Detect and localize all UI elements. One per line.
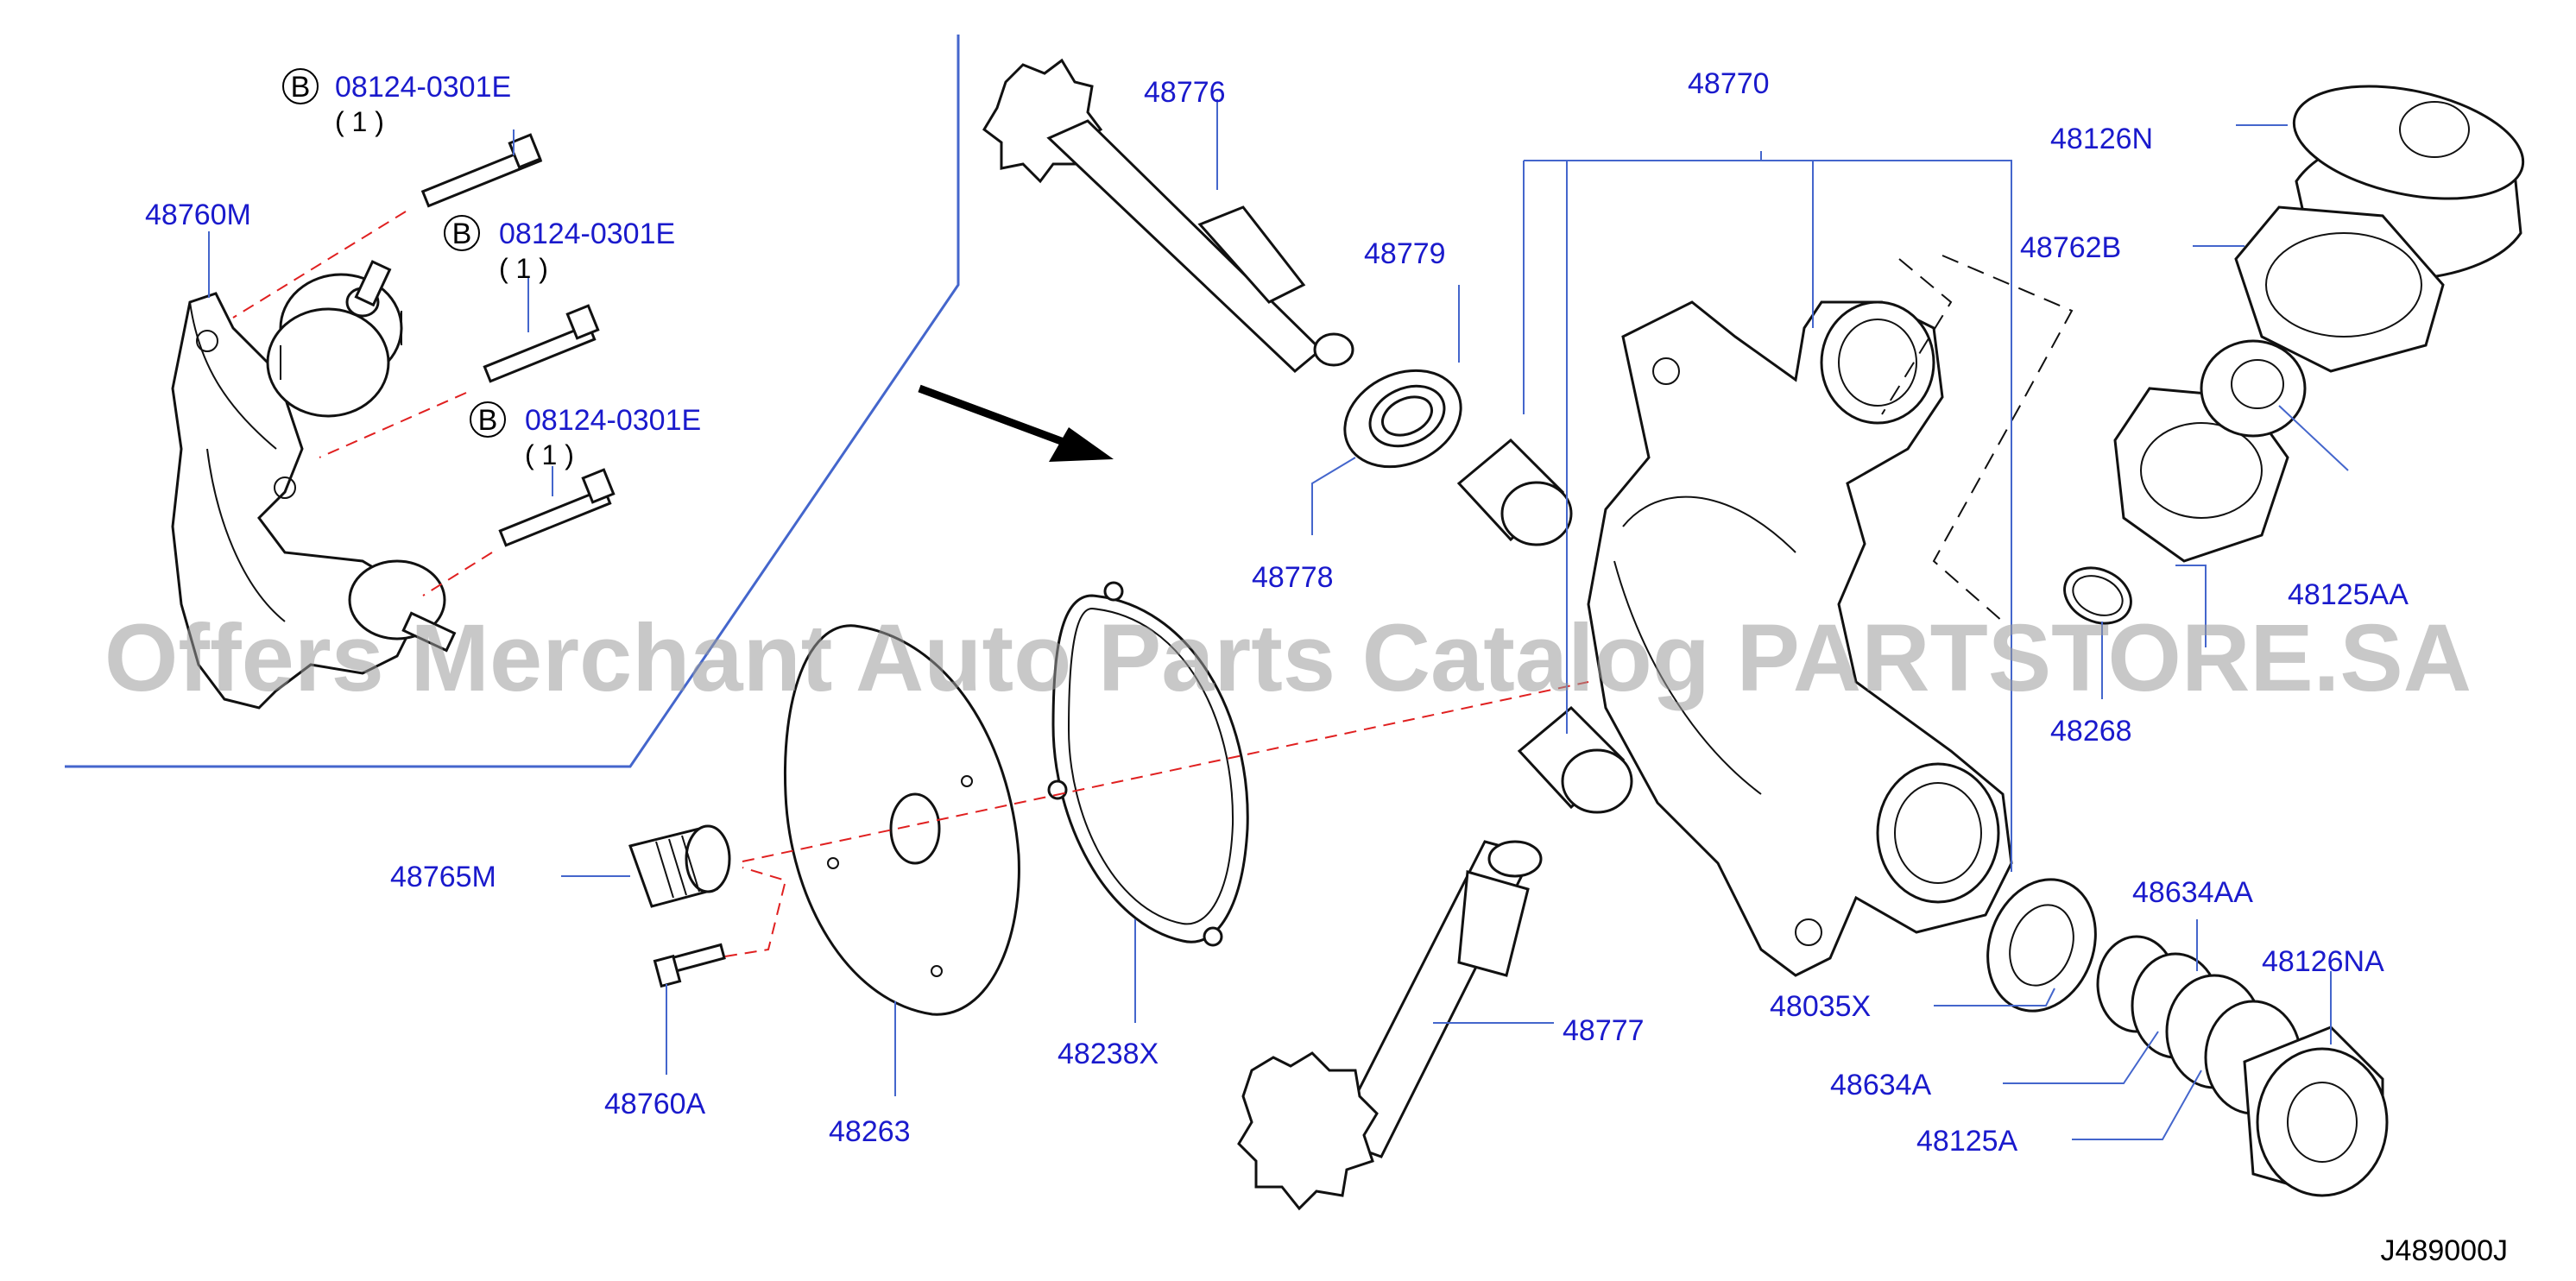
inset-frame (65, 35, 960, 768)
plug-48765M-drawing (628, 824, 731, 908)
part-label-48126N[interactable]: 48126N (2050, 123, 2153, 155)
part-label-48126NA[interactable]: 48126NA (2262, 945, 2384, 978)
b-marker-letter: B (291, 71, 311, 104)
bearing-48779-drawing (1343, 369, 1462, 469)
bolt-quantity: ( 1 ) (525, 439, 574, 470)
bolt-part-number[interactable]: 08124-0301E (335, 71, 511, 104)
part-label-48035X[interactable]: 48035X (1770, 990, 1871, 1023)
part-label-48125AA[interactable]: 48125AA (2288, 578, 2409, 611)
part-label-48268[interactable]: 48268 (2050, 715, 2132, 748)
assembled-housing-drawing (171, 260, 457, 710)
part-label-48770[interactable]: 48770 (1688, 67, 1770, 100)
direction-arrow (918, 384, 1114, 462)
inset-leader-lines (208, 129, 553, 596)
ball-bearing-48035X-drawing (1986, 878, 2097, 1013)
b-marker-icon (282, 68, 319, 104)
part-label-48779[interactable]: 48779 (1364, 237, 1446, 270)
needle-bearing-bottom-drawing (1517, 705, 1633, 814)
end-cap-48126NA-drawing (2243, 1025, 2389, 1197)
part-label-48778[interactable]: 48778 (1252, 561, 1334, 594)
bolt-callout-3[interactable]: B 08124-0301E ( 1 ) (470, 401, 701, 470)
bolt-callout-1[interactable]: B 08124-0301E ( 1 ) (282, 68, 511, 137)
cover-plate-48263-drawing (783, 624, 1020, 1016)
part-labels: 48760M 48776 48779 48778 48770 48126N 48… (145, 67, 2409, 1158)
part-label-48760M[interactable]: 48760M (145, 199, 251, 231)
gasket-48238X-drawing (1047, 581, 1249, 947)
part-label-48263[interactable]: 48263 (829, 1115, 911, 1148)
part-label-48634AA[interactable]: 48634AA (2132, 876, 2253, 909)
sector-shaft-48777-drawing (1237, 840, 1543, 1211)
bolt-drawing-2 (483, 304, 600, 383)
b-marker-letter: B (478, 404, 498, 437)
part-label-48777[interactable]: 48777 (1563, 1014, 1645, 1047)
b-marker-icon (444, 215, 480, 251)
part-label-48776[interactable]: 48776 (1144, 76, 1226, 109)
bolt-part-number[interactable]: 08124-0301E (499, 218, 675, 250)
adjuster-drawing (2113, 339, 2307, 563)
part-label-48762B[interactable]: 48762B (2020, 231, 2121, 264)
locknut-48762B-drawing (2234, 205, 2445, 373)
part-label-48765M[interactable]: 48765M (390, 861, 496, 893)
leader-lines (561, 99, 2349, 1140)
snap-ring-48268-drawing (2063, 566, 2132, 625)
part-label-48634A[interactable]: 48634A (1830, 1069, 1932, 1101)
needle-bearing-top-drawing (1456, 438, 1573, 546)
diagram-code: J489000J (2381, 1234, 2508, 1267)
pinion-shaft-48776-drawing (982, 58, 1354, 374)
watermark-text: Offers Merchant Auto Parts Catalog PARTS… (104, 605, 2472, 711)
bolt-quantity: ( 1 ) (335, 106, 384, 137)
gear-housing-48770-drawing (1587, 300, 2013, 977)
assembly-lines (724, 255, 2074, 957)
part-label-48760A[interactable]: 48760A (604, 1088, 706, 1120)
bolt-callout-2[interactable]: B 08124-0301E ( 1 ) (444, 215, 675, 284)
bolt-drawing-1 (420, 133, 543, 208)
part-label-48238X[interactable]: 48238X (1058, 1038, 1159, 1070)
bolt-drawing-3 (498, 468, 616, 547)
worm-bearing-parts-drawing (2096, 935, 2302, 1115)
bolt-quantity: ( 1 ) (499, 253, 548, 284)
b-marker-letter: B (452, 218, 472, 250)
part-label-48125A[interactable]: 48125A (1916, 1125, 2018, 1158)
bolt-48760A-drawing (653, 943, 726, 988)
b-marker-icon (470, 401, 506, 438)
bolt-part-number[interactable]: 08124-0301E (525, 404, 701, 437)
